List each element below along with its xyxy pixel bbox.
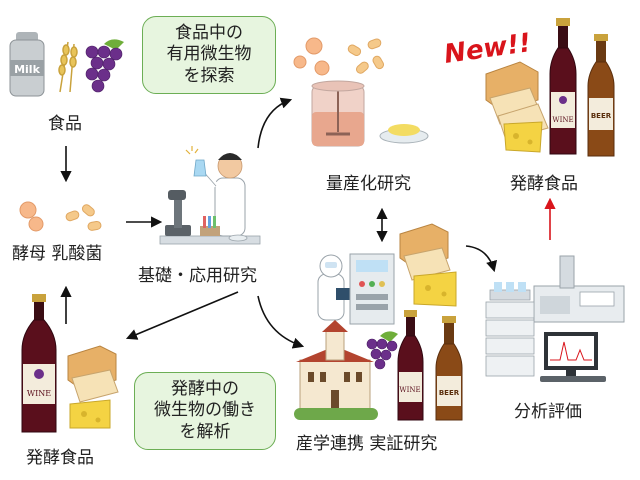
factory-worker-icon [317,254,352,321]
gc-instrument-icon [533,255,625,323]
bubble-top-line-3: を探索 [183,65,235,86]
fermentation-tank-icon [311,80,365,147]
milk-can-icon: Milk [9,32,45,97]
beer-bottle-top-icon: BEER [587,34,615,157]
label-industry-collab: 産学連携 実証研究 [296,434,438,454]
label-fermented-food-right: 発酵食品 [510,174,578,194]
winery-building-icon [294,320,378,420]
bread-cheese-top-icon [485,61,549,153]
wine-bottle-mid-icon: WINE [397,310,424,421]
label-fermented-food-left: 発酵食品 [26,448,94,468]
bubble-bottom-line-3: を解析 [179,421,231,442]
arrow-research-to-left-foods [125,291,239,340]
grapes-icon [85,39,124,93]
grapes-mid-icon [366,331,398,370]
label-yeast-lactic: 酵母 乳酸菌 [12,244,103,264]
hplc-instrument-icon [485,282,535,377]
milk-text: Milk [14,63,40,76]
lactic-bacteria-icon [65,204,102,231]
arrow-industry-to-analysis [465,245,498,273]
powder-plate-icon [379,124,429,144]
arrow-research-to-industry [257,295,305,349]
wine-label-left: WINE [27,389,51,398]
label-mass-production-research: 量産化研究 [326,174,411,194]
label-food: 食品 [48,114,82,134]
label-basic-applied-research: 基礎・応用研究 [138,266,257,286]
yeast-icon [19,201,44,232]
bread-cheese-mid-icon [399,223,457,307]
control-panel-icon [349,253,395,325]
label-analysis: 分析評価 [514,402,582,422]
beer-label-mid: BEER [439,389,460,397]
wheat-icon [58,41,78,93]
bubble-analyze-fermentation: 発酵中の 微生物の働き を解析 [134,372,276,450]
bubble-bottom-line-2: 微生物の働き [154,400,256,421]
bubble-top-line-2: 有用微生物 [166,44,252,65]
monitor-icon [540,332,606,382]
arrows [60,97,498,349]
beer-bottle-mid-icon: BEER [435,316,463,421]
bubble-bottom-line-1: 発酵中の [171,379,239,399]
bubble-top-line-1: 食品中の [175,23,243,43]
arrow-research-to-mass [257,97,293,149]
bubble-search-microbes: 食品中の 有用微生物 を探索 [142,16,276,94]
microbe-dots-icon [293,37,384,76]
bread-cheese-left-icon [67,345,119,429]
scientist-icon [159,146,261,245]
wine-label-mid: WINE [399,386,420,394]
wine-label-top: WINE [552,116,573,124]
wine-bottle-left-icon: WINE [21,294,57,433]
wine-bottle-top-icon: WINE [549,18,577,155]
beer-label-top: BEER [591,112,612,120]
